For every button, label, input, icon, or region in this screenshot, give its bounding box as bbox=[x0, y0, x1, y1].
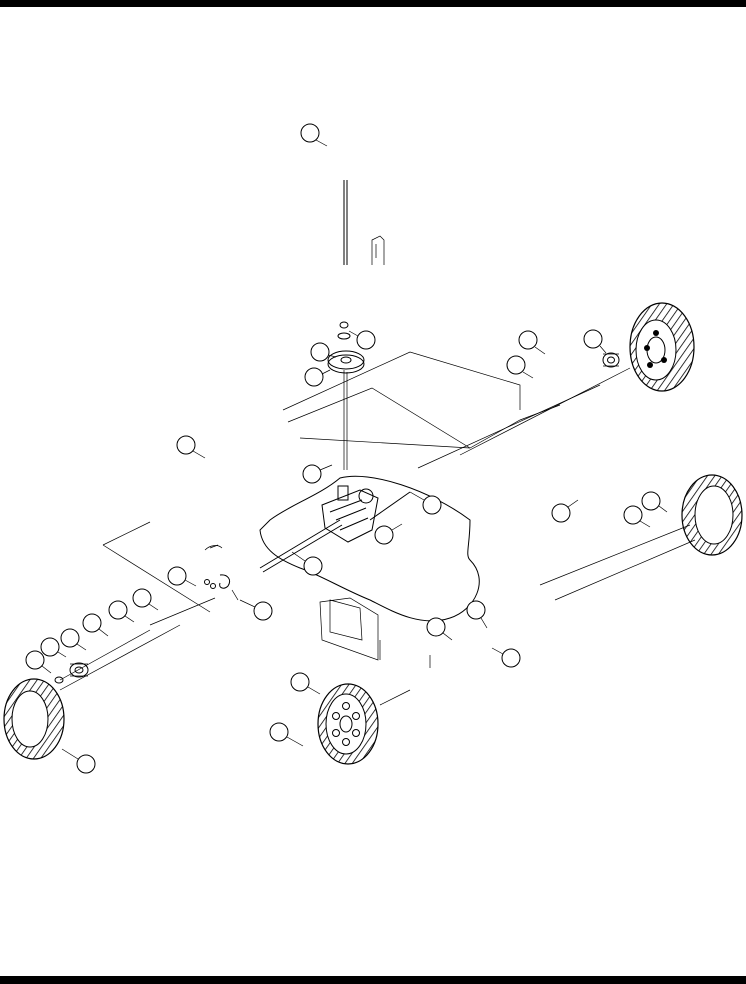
callout-circle bbox=[61, 629, 86, 650]
callout-circle bbox=[109, 601, 134, 622]
wheel-front-left bbox=[318, 684, 378, 764]
callout-circle bbox=[26, 651, 51, 673]
callout-circle bbox=[303, 465, 332, 483]
callout-circle bbox=[83, 614, 108, 636]
transmission bbox=[322, 486, 378, 542]
callout-circle bbox=[270, 723, 303, 746]
mower-deck bbox=[260, 476, 479, 668]
left-axle-guides bbox=[60, 522, 218, 690]
callout-circle bbox=[552, 500, 578, 522]
callout-circle bbox=[519, 331, 545, 354]
callout-circle bbox=[584, 330, 606, 353]
right-drive-gear bbox=[603, 353, 619, 367]
left-drive-gear bbox=[70, 663, 88, 677]
bottom-border-bar bbox=[0, 976, 746, 984]
callout-circle bbox=[292, 552, 322, 575]
callout-circle bbox=[311, 343, 336, 361]
callout-circle bbox=[240, 600, 272, 620]
wheel-front-right bbox=[682, 475, 742, 555]
callout-circle bbox=[133, 589, 158, 610]
wheel-rear-left bbox=[4, 679, 64, 759]
callout-circle bbox=[305, 368, 330, 386]
callout-circle bbox=[177, 436, 205, 458]
callout-circle bbox=[291, 673, 320, 694]
frame-outline bbox=[283, 352, 630, 468]
callout-circle bbox=[467, 601, 487, 628]
callout-circle bbox=[375, 524, 402, 544]
handle-assembly bbox=[344, 180, 384, 265]
callout-circle bbox=[507, 356, 533, 378]
callout-circles bbox=[26, 124, 667, 773]
callout-circle bbox=[168, 567, 196, 586]
callout-circle bbox=[41, 638, 66, 657]
callout-circle bbox=[349, 331, 375, 349]
left-hardware bbox=[55, 546, 238, 683]
callout-circle bbox=[410, 492, 441, 514]
top-border-bar bbox=[0, 0, 746, 7]
callout-circle bbox=[624, 506, 650, 527]
rear-axle bbox=[260, 492, 410, 572]
callout-circle bbox=[427, 618, 452, 640]
callout-circle bbox=[642, 492, 667, 512]
callout-circle bbox=[301, 124, 327, 146]
callout-circle bbox=[62, 749, 95, 773]
callout-circle bbox=[492, 648, 520, 667]
wheel-rear-right bbox=[630, 303, 694, 391]
drive-pulley bbox=[328, 322, 364, 470]
right-axle-guides bbox=[380, 525, 695, 705]
